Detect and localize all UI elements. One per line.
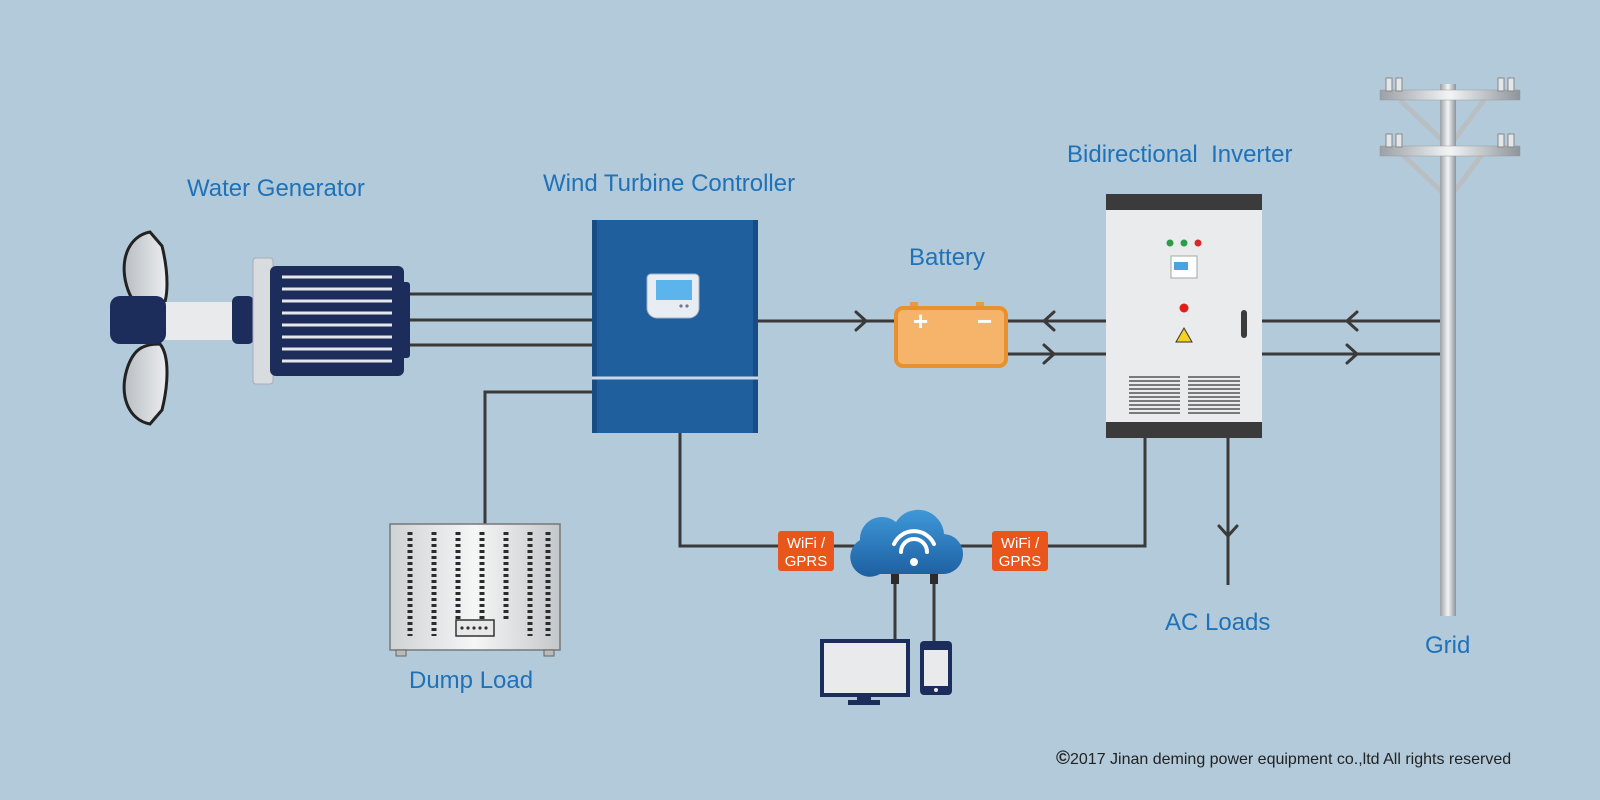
arrow-left-icon xyxy=(1345,310,1359,332)
phone-icon xyxy=(920,641,952,695)
wifi-cloud-icon xyxy=(850,509,964,584)
flow-arrows xyxy=(854,310,1359,538)
svg-text:WiFi /: WiFi / xyxy=(1001,535,1040,552)
warning-icon xyxy=(1175,326,1193,343)
copyright-text: 2017 Jinan deming power equipment co.,lt… xyxy=(1070,751,1512,768)
svg-text:GPRS: GPRS xyxy=(999,553,1042,570)
copyright-notice: ©2017 Jinan deming power equipment co.,l… xyxy=(1056,748,1511,770)
dump-load-icon xyxy=(389,523,561,657)
arrow-right-icon xyxy=(854,310,868,332)
inverter-icon xyxy=(1106,194,1262,438)
battery-icon: + − xyxy=(894,302,1008,368)
wifi-gprs-badge: WiFi / GPRS xyxy=(778,531,834,571)
bidirectional-inverter-label: Bidirectional Inverter xyxy=(1067,141,1293,168)
arrow-right-icon xyxy=(1345,343,1359,365)
ac-loads-label: AC Loads xyxy=(1165,609,1271,636)
battery-label: Battery xyxy=(909,244,986,271)
battery-negative-terminal: − xyxy=(977,306,992,336)
svg-text:WiFi /: WiFi / xyxy=(787,535,826,552)
svg-text:GPRS: GPRS xyxy=(785,553,828,570)
arrow-right-icon xyxy=(1042,343,1056,365)
arrow-left-icon xyxy=(1042,310,1056,332)
water-generator-icon xyxy=(110,230,410,426)
monitor-icon xyxy=(820,639,910,705)
dump-load-label: Dump Load xyxy=(409,667,534,694)
wifi-gprs-badge: WiFi / GPRS xyxy=(992,531,1048,571)
battery-positive-terminal: + xyxy=(913,306,928,336)
grid-label: Grid xyxy=(1425,632,1471,659)
controller-icon xyxy=(592,220,758,433)
utility-pole-icon xyxy=(1379,77,1521,616)
wires xyxy=(405,292,1442,642)
water-generator-label: Water Generator xyxy=(187,175,365,202)
arrow-down-icon xyxy=(1217,524,1239,538)
wind-turbine-controller-label: Wind Turbine Controller xyxy=(543,170,796,197)
copyright-symbol: © xyxy=(1056,748,1070,769)
